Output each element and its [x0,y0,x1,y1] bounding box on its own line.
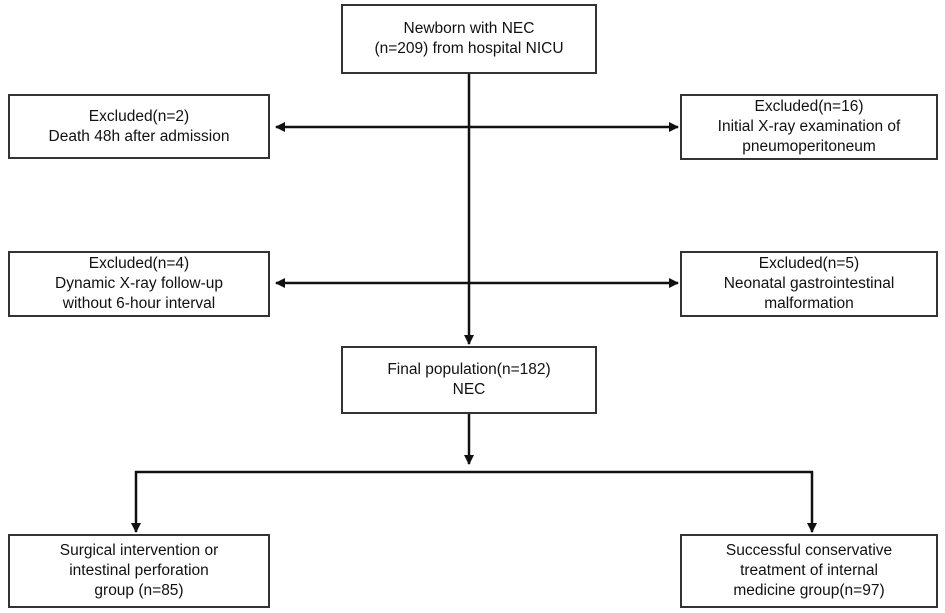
conservative-line-1: Successful conservative [725,542,893,559]
exclusion-box-4: Excluded(n=5) Neonatal gastrointestinal … [680,251,938,317]
exclusion-3-line-2: Dynamic X-ray follow-up [55,275,223,292]
exclusion-2-line-1: Excluded(n=16) [754,98,864,115]
final-population-box: Final population(n=182) NEC [341,346,597,414]
conservative-group-box: Successful conservative treatment of int… [680,534,938,608]
exclusion-3-line-3: without 6-hour interval [62,295,216,312]
conservative-line-2: treatment of internal [740,562,878,579]
conservative-line-3: medicine group(n=97) [733,582,885,599]
start-line-1: Newborn with NEC [403,20,535,37]
exclusion-box-2: Excluded(n=16) Initial X-ray examination… [680,94,938,160]
exclusion-4-line-2: Neonatal gastrointestinal [723,275,895,292]
exclusion-2-line-2: Initial X-ray examination of [717,118,901,135]
exclusion-1-line-2: Death 48h after admission [48,127,230,145]
exclusion-1-line-1: Excluded(n=2) [88,107,190,125]
surgical-line-1: Surgical intervention or [59,542,219,559]
start-line-2: (n=209) from hospital NICU [374,40,564,57]
surgical-group-box: Surgical intervention or intestinal perf… [8,534,270,608]
exclusion-2-line-3: pneumoperitoneum [742,138,876,155]
exclusion-box-3: Excluded(n=4) Dynamic X-ray follow-up wi… [8,251,270,317]
start-box: Newborn with NEC (n=209) from hospital N… [341,4,597,74]
surgical-line-2: intestinal perforation [69,562,209,579]
exclusion-4-line-1: Excluded(n=5) [758,255,860,272]
exclusion-4-line-3: malformation [764,295,854,312]
exclusion-3-line-1: Excluded(n=4) [88,255,190,272]
surgical-line-3: group (n=85) [94,582,184,599]
final-line-2: NEC [452,381,486,398]
exclusion-box-1: Excluded(n=2) Death 48h after admission [8,94,270,159]
final-line-1: Final population(n=182) [387,361,551,378]
